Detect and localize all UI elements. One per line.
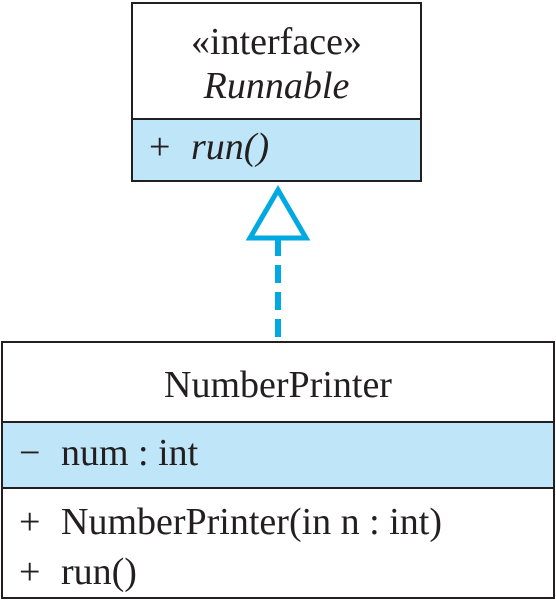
realization-hollow-arrowhead <box>245 185 311 241</box>
class-header: NumberPrinter <box>3 343 553 423</box>
attribute-visibility: − <box>19 432 41 474</box>
operation-signature: run() <box>191 126 270 168</box>
operation-visibility: + <box>19 551 41 593</box>
operation-signature: NumberPrinter(in n : int) <box>61 501 442 543</box>
interface-name: Runnable <box>203 65 350 107</box>
class-box-numberprinter: NumberPrinter −num : int + NumberPrinter(… <box>1 341 555 599</box>
class-operation: + run() <box>19 547 553 597</box>
class-attribute: −num : int <box>19 431 553 475</box>
class-operation: + NumberPrinter(in n : int) <box>19 497 553 547</box>
interface-box-runnable: «interface» Runnable + run() <box>131 2 422 182</box>
interface-header: «interface» Runnable <box>133 4 420 120</box>
operation-visibility: + <box>19 501 41 543</box>
class-attributes: −num : int <box>3 423 553 489</box>
operation-signature: run() <box>61 551 137 593</box>
attribute-signature: num : int <box>61 432 199 474</box>
class-name: NumberPrinter <box>164 364 392 406</box>
operation-visibility: + <box>149 126 171 168</box>
interface-operations: + run() <box>133 120 420 180</box>
interface-stereotype: «interface» <box>191 21 362 63</box>
class-operations: + NumberPrinter(in n : int) + run() <box>3 489 553 597</box>
interface-operation: + run() <box>149 125 420 169</box>
